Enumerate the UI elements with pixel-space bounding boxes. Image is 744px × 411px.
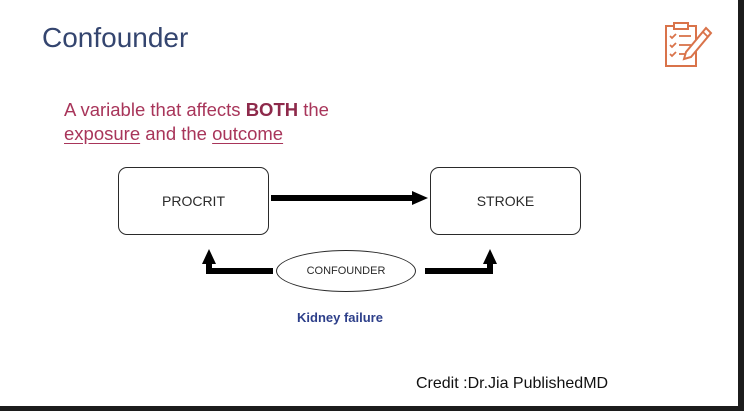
confounder-label: CONFOUNDER <box>306 265 386 277</box>
outcome-box: STROKE <box>430 167 581 235</box>
definition-part2: the <box>298 99 329 120</box>
notepad-pen-icon <box>665 22 713 67</box>
confounder-to-exposure-arrow <box>202 249 273 274</box>
definition-emphasis: BOTH <box>245 99 299 120</box>
definition-text: A variable that affects BOTH the exposur… <box>64 98 329 146</box>
credit-text: Credit :Dr.Jia PublishedMD <box>416 375 609 392</box>
diagram-arrows <box>202 191 497 274</box>
definition-outcome: outcome <box>212 123 284 144</box>
confounder-to-outcome-arrow <box>425 249 497 274</box>
definition-exposure: exposure <box>64 123 141 144</box>
frame-border-right <box>738 0 744 411</box>
exposure-to-outcome-arrow <box>271 191 428 205</box>
exposure-box: PROCRIT <box>118 167 269 235</box>
frame-border-bottom <box>0 406 744 411</box>
exposure-box-label: PROCRIT <box>162 193 225 209</box>
slide-title: Confounder <box>42 22 189 53</box>
confounder-ellipse: CONFOUNDER <box>276 250 416 292</box>
definition-middle: and the <box>140 123 213 144</box>
definition-part1: A variable that affects <box>64 99 246 120</box>
outcome-box-label: STROKE <box>476 193 535 209</box>
confounder-example: Kidney failure <box>297 310 383 325</box>
slide: Confounder A variable that affects BOTH … <box>0 0 738 406</box>
